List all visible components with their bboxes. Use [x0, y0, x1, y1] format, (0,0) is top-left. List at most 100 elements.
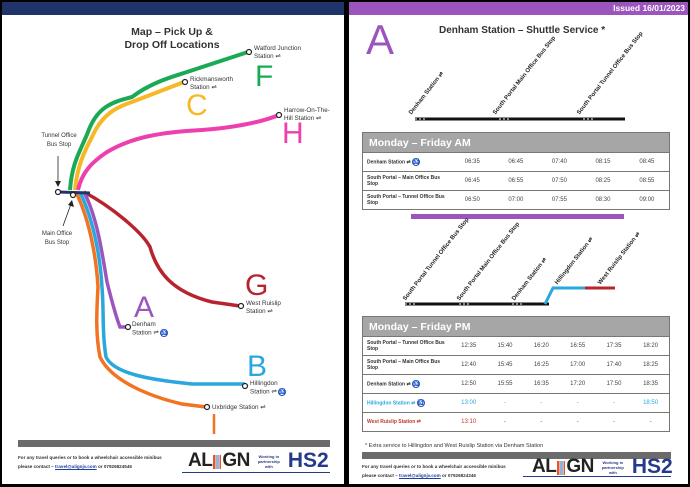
time-cell: 15:45 — [486, 355, 524, 375]
hs2-logo: HS2 — [631, 455, 673, 478]
align-logo-bars — [213, 455, 222, 469]
route-letter-h: H — [282, 117, 304, 150]
table-row: South Portal – Tunnel Office Bus Stop 12… — [362, 336, 670, 356]
map-title: Map – Pick Up & Drop Off Locations — [97, 26, 247, 52]
wheelchair-icon: ♿ — [412, 158, 421, 166]
time-cell: 17:50 — [595, 374, 633, 394]
title-line-1: Map – Pick Up & — [131, 26, 213, 38]
time-cell: 18:25 — [632, 355, 670, 375]
station-suffix: Station ⇌ — [254, 53, 281, 60]
align-logo-end: GN — [566, 456, 594, 477]
route-letter-g: G — [245, 269, 269, 302]
time-cell: 07:50 — [537, 171, 582, 191]
partner-text: Working in partnership with — [601, 459, 624, 475]
table-row: West Ruislip Station ⇌ 13:10 - - - - - — [362, 412, 670, 432]
header-bar — [2, 2, 344, 15]
time-cell: 16:20 — [523, 336, 560, 356]
table-row: South Portal – Tunnel Office Bus Stop 06… — [362, 190, 670, 210]
wheelchair-icon: ♿ — [412, 380, 421, 388]
time-cell: 13:00 — [450, 393, 487, 413]
phone-number: or 07926824546 — [96, 464, 132, 469]
footnote: * Extra service to Hillingdon and West R… — [365, 443, 544, 449]
timetable-page: Issued 16/01/2023 A Denham Station – Shu… — [349, 2, 688, 484]
time-cell: 08:55 — [624, 171, 670, 191]
tunnel-office-label: Tunnel Office — [41, 133, 77, 139]
align-logo-end: GN — [222, 450, 250, 471]
station-label-hillingdon: Hillingdon Station ⇌ ♿ — [250, 380, 287, 397]
station-name: Harrow-On-The- — [284, 107, 330, 114]
contact-prefix: please contact – — [362, 473, 400, 478]
time-cell: 18:35 — [632, 374, 670, 394]
time-cell: 09:00 — [624, 190, 670, 210]
align-logo-start: AL — [188, 450, 213, 471]
station-name: Watford Junction — [254, 45, 302, 52]
wheelchair-icon: ♿ — [416, 399, 425, 407]
row-label: South Portal – Tunnel Office Bus Stop — [362, 190, 451, 210]
station-suffix-row: Station ⇌ ♿ — [250, 388, 287, 397]
email-link[interactable]: travel@alignjv.com — [55, 464, 97, 469]
row-label: South Portal – Main Office Bus Stop — [362, 355, 451, 375]
route-letter: A — [366, 16, 395, 63]
am-table-header: Monday – Friday AM — [362, 132, 670, 153]
footer-bar — [18, 440, 330, 447]
contact-line-2: please contact – travel@alignjv.com or 0… — [18, 462, 162, 471]
station-name: Rickmansworth — [190, 76, 234, 83]
time-cell: 06:45 — [494, 152, 538, 172]
time-cell: 16:35 — [523, 374, 560, 394]
station-name: Hillingdon — [250, 380, 278, 387]
email-link[interactable]: travel@alignjv.com — [399, 473, 441, 478]
time-cell: - — [523, 393, 560, 413]
row-label-text: Hillingdon Station ⇌ — [367, 400, 416, 407]
time-cell: 08:30 — [581, 190, 625, 210]
station-name: Denham — [132, 321, 156, 328]
time-cell: 17:20 — [559, 374, 596, 394]
section-divider — [411, 214, 624, 219]
align-logo-start: AL — [532, 456, 557, 477]
contact-line-1: For any travel queries or to book a whee… — [18, 455, 162, 460]
tunnel-office-sublabel: Bus Stop — [46, 142, 72, 148]
row-label: South Portal – Tunnel Office Bus Stop — [362, 336, 451, 356]
row-label-text: Denham Station ⇌ — [367, 381, 411, 388]
contact-line-2: please contact – travel@alignjv.com or 0… — [362, 471, 506, 480]
tunnel-office-annotation: Tunnel Office Bus Stop — [34, 132, 84, 150]
time-cell: 16:55 — [559, 336, 596, 356]
time-cell: 15:40 — [486, 336, 524, 356]
station-suffix: Station ⇌ — [250, 388, 277, 396]
time-cell: 07:00 — [494, 190, 538, 210]
station-label-rickmansworth: Rickmansworth Station ⇌ — [190, 76, 233, 92]
time-cell: 07:40 — [537, 152, 582, 172]
logo-underline — [182, 472, 330, 473]
row-label: Hillingdon Station ⇌ ♿ — [362, 393, 451, 413]
map-page: Map – Pick Up & Drop Off Locations — [2, 2, 344, 484]
time-cell: 06:45 — [450, 171, 495, 191]
contact-line-1: For any travel queries or to book a whee… — [362, 464, 506, 469]
wheelchair-icon: ♿ — [160, 329, 169, 337]
phone-number: or 07926824346 — [440, 473, 476, 478]
time-cell: 17:00 — [559, 355, 596, 375]
route-map — [54, 48, 283, 434]
time-cell: - — [559, 393, 596, 413]
time-cell: 16:25 — [523, 355, 560, 375]
main-office-sublabel: Bus Stop — [44, 240, 70, 246]
partner-text: Working in partnership with — [257, 453, 280, 469]
row-label: West Ruislip Station ⇌ — [362, 412, 451, 432]
row-label: Denham Station ⇌ ♿ — [362, 374, 451, 394]
station-suffix-row: Station ⇌ ♿ — [132, 329, 169, 338]
time-cell: 06:35 — [450, 152, 495, 172]
station-suffix: Station ⇌ — [246, 308, 273, 315]
contact-info: For any travel queries or to book a whee… — [362, 462, 506, 480]
table-row: Denham Station ⇌ ♿ 06:35 06:45 07:40 08:… — [362, 152, 670, 172]
am-timetable: Monday – Friday AM Denham Station ⇌ ♿ 06… — [362, 132, 670, 210]
issued-date: Issued 16/01/2023 — [613, 3, 685, 13]
time-cell: 15:55 — [486, 374, 524, 394]
station-suffix: Station ⇌ — [132, 329, 159, 337]
page-title: Denham Station – Shuttle Service * — [439, 25, 606, 36]
station-suffix: Station ⇌ — [190, 84, 217, 91]
time-cell: 08:15 — [581, 152, 625, 172]
row-label-text: Denham Station ⇌ — [367, 159, 411, 166]
main-office-label: Main Office — [41, 231, 73, 237]
station-label-watford: Watford Junction Station ⇌ — [254, 45, 301, 61]
pm-table-header: Monday – Friday PM — [362, 316, 670, 337]
time-cell: 06:55 — [494, 171, 538, 191]
